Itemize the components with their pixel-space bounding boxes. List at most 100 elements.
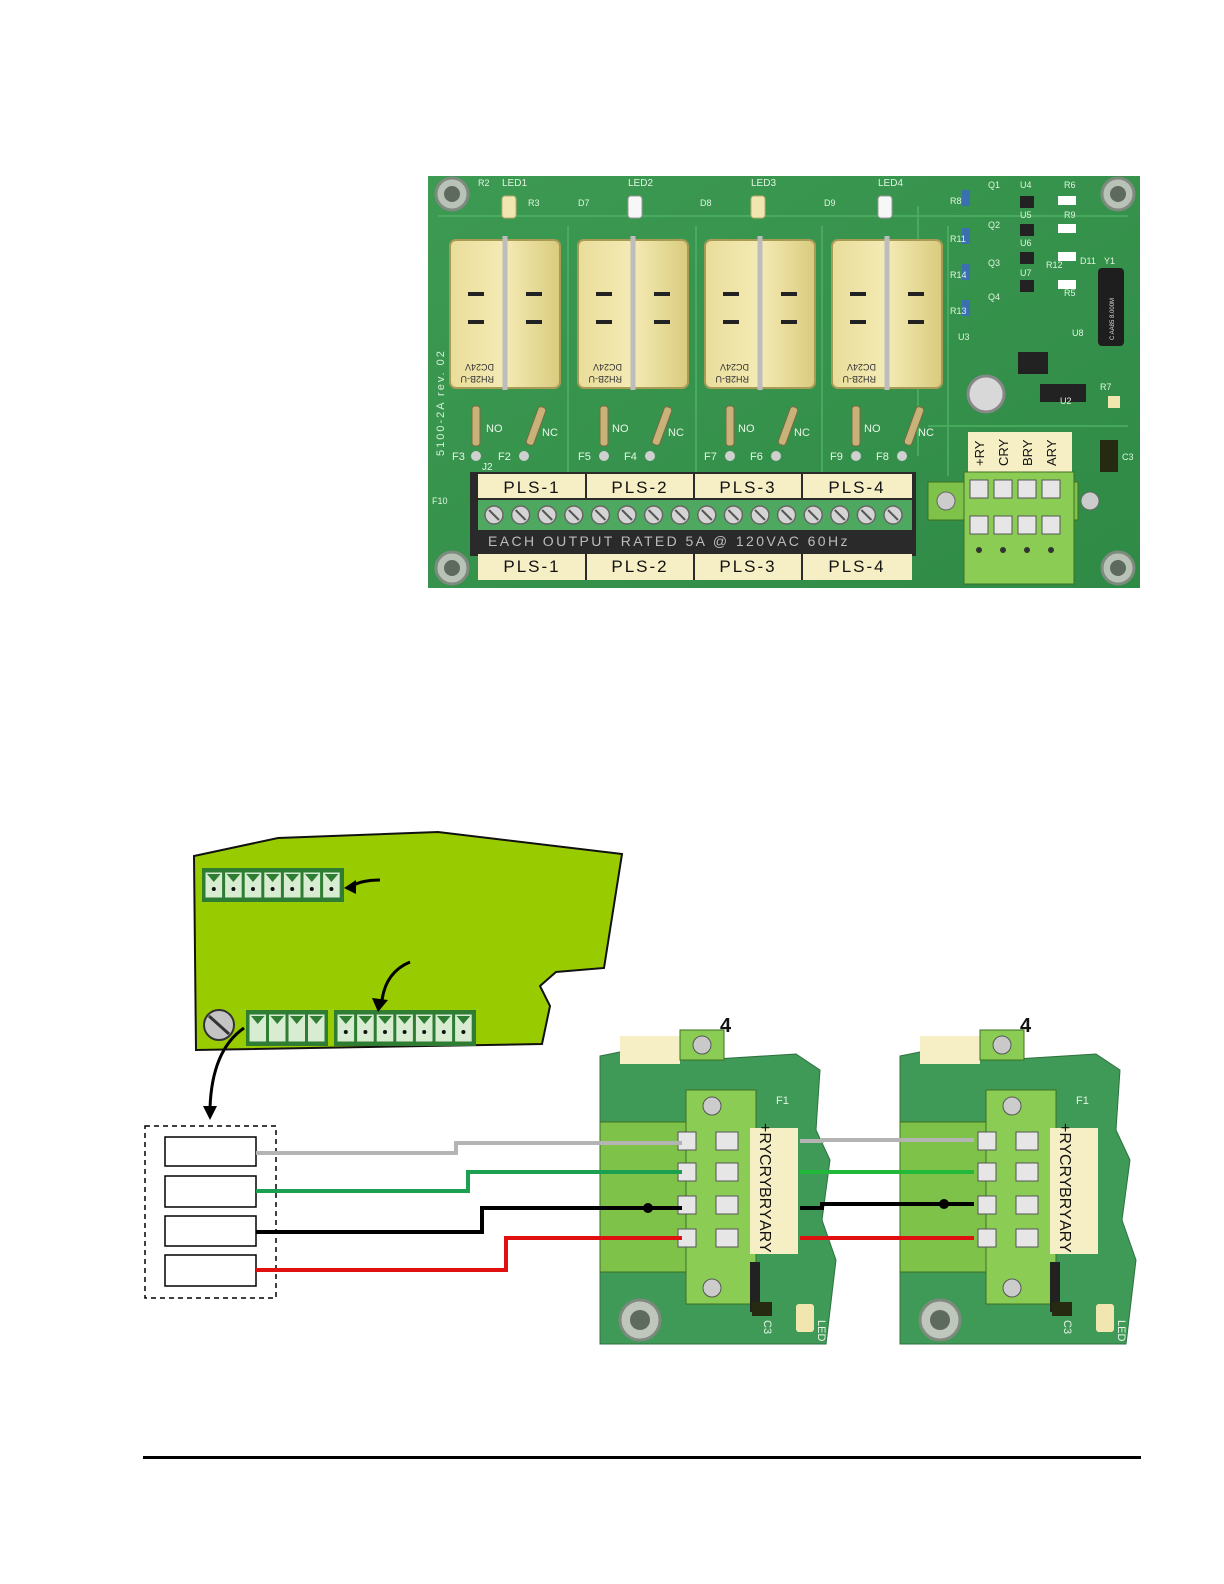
ground-screw [203, 1009, 235, 1041]
terminal-slot [263, 871, 282, 899]
terminal-screw-slot [488, 509, 500, 521]
no-label-2: NO [612, 423, 629, 435]
crystal-y1-marking: C AA85 8.000M [1110, 298, 1116, 340]
ref-r14: R14 [950, 270, 967, 280]
led2-label: LED2 [628, 178, 653, 189]
module-ry-label: CRY [1056, 1154, 1073, 1188]
module-mounting-hole-center [630, 1310, 650, 1330]
fuse-f5: F5 [578, 451, 591, 463]
module-terminal-slot [1015, 1162, 1039, 1182]
module-terminal-slot [715, 1162, 739, 1182]
relay-1: RH2B-U DC24V [449, 236, 561, 390]
ref-r6: R6 [1064, 180, 1076, 190]
terminal-slot [307, 1013, 326, 1043]
bottom-strip-arrowhead [372, 998, 388, 1012]
terminal-slot [302, 871, 322, 899]
led4-label: LED4 [878, 178, 903, 189]
relay-2: RH2B-U DC24V [577, 236, 689, 390]
ry-strip-arrowhead [203, 1106, 217, 1120]
relay-2-voltage: DC24V [593, 362, 622, 372]
terminal-notch [437, 1016, 451, 1024]
no-label-4: NO [864, 423, 881, 435]
module-terminal-slot [715, 1228, 739, 1248]
module-terminal-slot [1015, 1131, 1039, 1151]
terminal-notch [285, 874, 299, 882]
module-top-screw [692, 1035, 712, 1055]
fuse-f6: F6 [750, 451, 763, 463]
terminal-dot [461, 1030, 466, 1034]
module-terminal-slot [977, 1162, 997, 1182]
terminal-notch [226, 874, 241, 882]
terminal-screw-slot [780, 509, 793, 521]
terminal-dot [270, 887, 275, 891]
terminal-dot [383, 1030, 387, 1034]
terminal-screw-slot [887, 509, 899, 521]
relay-3: RH2B-U DC24V [704, 236, 816, 390]
terminal-slot [336, 1013, 356, 1043]
relay-3-voltage: DC24V [720, 362, 749, 372]
module-capacitor [752, 1302, 772, 1316]
nc-label-3: NC [794, 427, 810, 439]
terminal-screw-slot [807, 509, 819, 521]
top-label-pls-3: PLS-3 [719, 478, 776, 497]
terminal-notch [270, 1016, 284, 1024]
ref-r8: R8 [950, 196, 962, 206]
module-terminal-slot [977, 1228, 997, 1248]
module-ry-label: ARY [1056, 1220, 1073, 1253]
module-connector-base [899, 1121, 987, 1273]
nc-label-1: NC [542, 427, 558, 439]
ref-r5: R5 [1064, 288, 1076, 298]
terminal-notch [207, 874, 221, 882]
terminal-dot [309, 887, 314, 891]
ref-q4: Q4 [988, 292, 1000, 302]
module-ry-label-strip [750, 1128, 798, 1254]
terminal-dot [251, 887, 255, 891]
terminal-screw-slot [834, 509, 846, 521]
ref-d8: D8 [700, 198, 712, 208]
wire-plus-ry-daisy [800, 1138, 974, 1143]
module-led [1096, 1304, 1114, 1332]
module-top-label-strip [920, 1036, 980, 1064]
terminal-dot [441, 1030, 446, 1034]
terminal-slot [356, 1013, 375, 1043]
module-c3-label: C3 [761, 1320, 773, 1334]
ref-r12: R12 [1046, 260, 1063, 270]
relay-1-model: RH2B-U [460, 374, 494, 384]
terminal-detail-slots [164, 1136, 257, 1287]
module-ry-label-strip [1050, 1128, 1098, 1254]
rating-label: EACH OUTPUT RATED 5A @ 120VAC 60Hz [488, 533, 850, 549]
terminal-slot [204, 871, 224, 899]
ref-q3: Q3 [988, 258, 1000, 268]
nc-label-4: NC [918, 427, 934, 439]
ref-u7: U7 [1020, 268, 1032, 278]
ref-u6: U6 [1020, 238, 1032, 248]
ref-r13: R13 [950, 306, 967, 316]
ref-r11: R11 [950, 234, 966, 244]
footer-rule [143, 1456, 1141, 1459]
terminal-notch [309, 1016, 323, 1024]
ry-strip-arrow [208, 1026, 245, 1109]
terminal-slot [322, 871, 341, 899]
controller-bottom-terminal-strip [334, 1010, 476, 1046]
ref-u4: U4 [1020, 180, 1032, 190]
terminal-dot [422, 1030, 427, 1034]
terminal-screw-slot [860, 509, 873, 521]
terminal-notch [246, 874, 260, 882]
top-label-pls-4: PLS-4 [828, 478, 885, 497]
terminal-slot [282, 871, 302, 899]
connector-j2-label: J2 [482, 462, 493, 473]
terminal-detail-box [144, 1125, 277, 1299]
module-connector-base [599, 1121, 687, 1273]
module-terminal-slot [977, 1195, 997, 1215]
ref-r9: R9 [1064, 210, 1076, 220]
led-row: LED1 LED2 LED3 LED4 [501, 178, 903, 219]
bry-label: BRY [1020, 439, 1035, 466]
output-terminal-block: PLS-1 PLS-2 PLS-3 PLS-4 EACH OUTPUT RATE… [470, 472, 916, 580]
terminal-screw-slot [621, 509, 633, 521]
top-label-pls-1: PLS-1 [503, 478, 560, 497]
terminal-dot [211, 887, 216, 891]
top-strip-arrowhead [344, 880, 356, 894]
wire-bry-daisy [800, 1202, 974, 1210]
